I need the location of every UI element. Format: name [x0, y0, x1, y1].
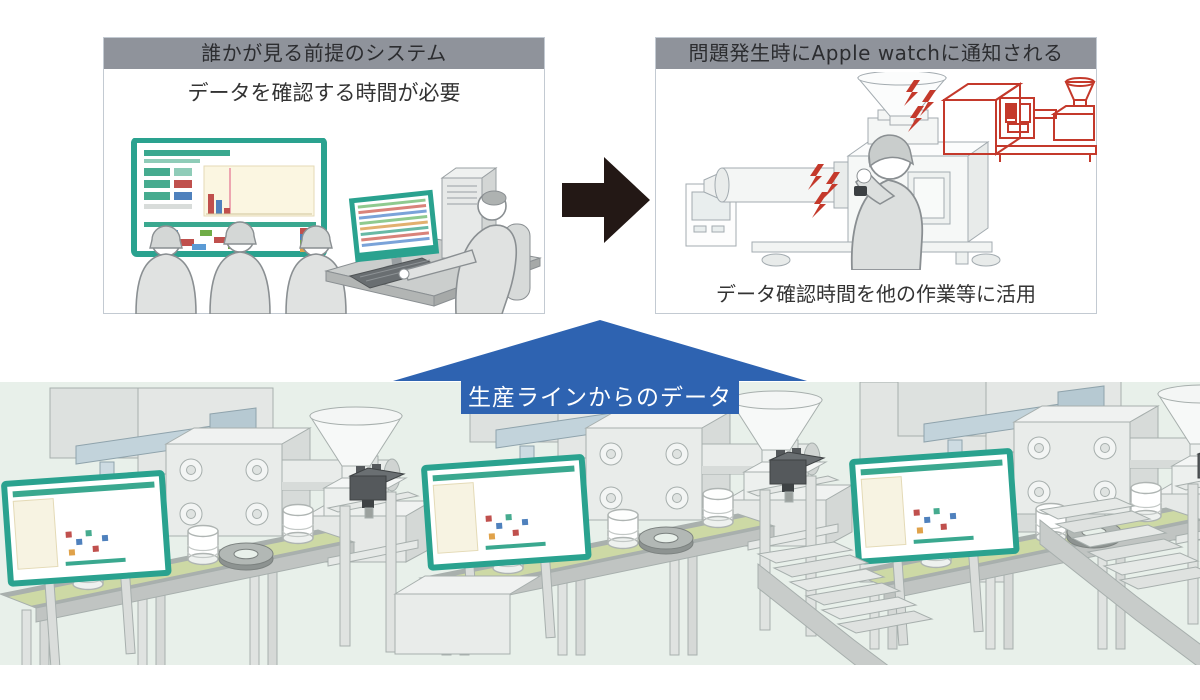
after-panel-caption: データ確認時間を他の作業等に活用 [656, 278, 1096, 307]
watch-notification-illustration [685, 72, 1097, 270]
floor-box [393, 575, 542, 655]
after-panel-header: 問題発生時にApple watchに通知される [656, 38, 1096, 69]
before-panel-header: 誰かが見る前提のシステム [104, 38, 544, 69]
dashboard-display-icon [131, 138, 327, 257]
banner-label: 生産ラインからのデータ [468, 385, 732, 411]
worker-figure [285, 225, 347, 314]
production-line-left [0, 388, 432, 665]
worker-figure [135, 225, 197, 314]
before-panel: 誰かが見る前提のシステム データを確認する時間が必要 [103, 37, 545, 314]
desktop-computer-scene [324, 167, 542, 314]
alert-bolts-icon [904, 80, 936, 132]
apple-watch-icon [854, 186, 867, 196]
people-watching-illustration [131, 138, 542, 314]
before-panel-subtitle: データを確認する時間が必要 [187, 81, 461, 105]
after-panel: 問題発生時にApple watchに通知される [655, 37, 1097, 314]
before-panel-title: 誰かが見る前提のシステム [201, 41, 447, 65]
worker-figure [209, 221, 271, 314]
worker-checking-watch [850, 134, 924, 270]
alert-bolts-icon [808, 164, 840, 218]
molding-machine-outline-icon [685, 72, 1001, 267]
workers-watching-group [135, 221, 347, 314]
after-panel-title: 問題発生時にApple watchに通知される [688, 41, 1064, 65]
desktop-monitor-icon [348, 189, 440, 273]
red-alert-machine-icon [940, 77, 1097, 162]
production-lines-illustration [0, 382, 1200, 665]
operator-figure [398, 190, 531, 314]
right-arrow-icon [562, 157, 650, 243]
